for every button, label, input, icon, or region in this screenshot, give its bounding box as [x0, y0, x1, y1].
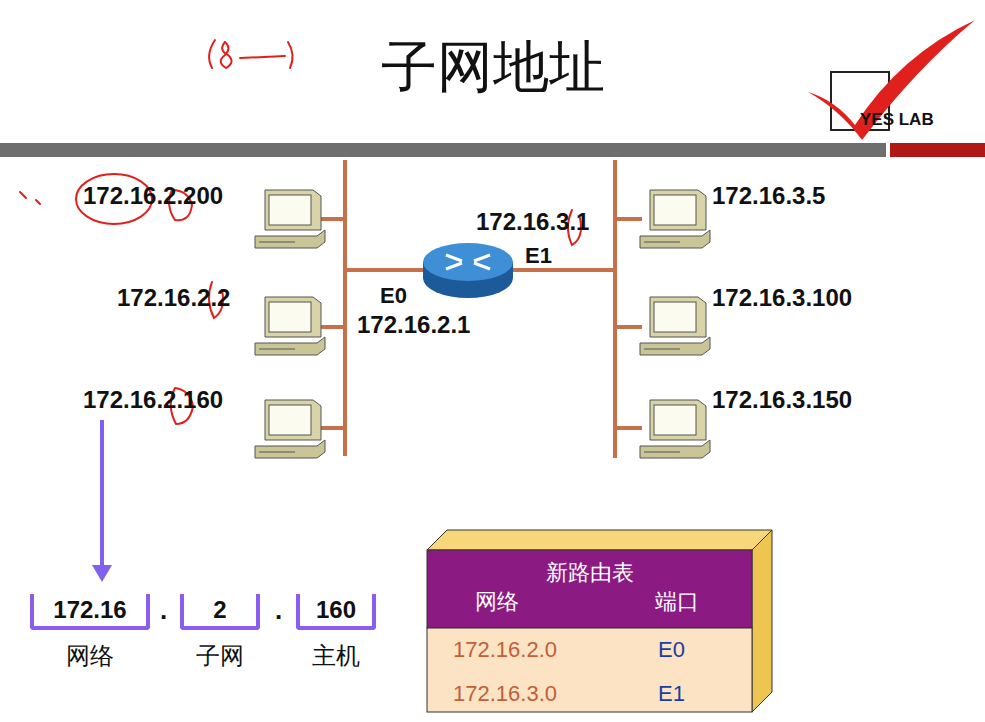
interface-ip: 172.16.2.1: [357, 312, 470, 338]
interface-name: E1: [525, 244, 552, 268]
computer-icon: [640, 297, 710, 355]
pointer-arrowhead: [92, 565, 112, 582]
address-part-bracket: 2子网: [180, 594, 260, 630]
table-title: 新路由表: [427, 558, 752, 588]
logo-text: YES LAB: [860, 111, 934, 130]
computer-icon: [640, 400, 710, 458]
computer-icon: [255, 400, 325, 458]
routing-table: [427, 530, 772, 712]
table-cell: E1: [658, 682, 685, 706]
host-ip: 172.16.3.150: [712, 387, 852, 413]
interface-name: E0: [380, 284, 407, 308]
table-cell: 172.16.3.0: [453, 682, 557, 706]
address-part-caption: 主机: [296, 640, 376, 672]
address-part-bracket: 172.16网络: [30, 594, 150, 630]
header-bar-red: [890, 143, 985, 157]
address-part-bracket: 160主机: [296, 594, 376, 630]
host-ip: 172.16.3.100: [712, 285, 852, 311]
address-part: 2: [184, 594, 256, 626]
host-ip: 172.16.2.2: [117, 285, 230, 311]
header-bar: [0, 143, 886, 157]
table-cell: E0: [658, 638, 685, 662]
address-part: 160: [300, 594, 372, 626]
table-cell: 172.16.2.0: [453, 638, 557, 662]
network-wire: [318, 160, 642, 458]
host-ip: 172.16.2.200: [83, 183, 223, 209]
table-title-text: 新路由表: [427, 558, 752, 588]
router-symbol: [423, 243, 513, 298]
host-ip: 172.16.3.5: [712, 183, 825, 209]
table-header: 端口: [655, 590, 699, 614]
title: 子网地址: [0, 30, 985, 106]
table-header: 网络: [475, 590, 519, 614]
computer-icon: [640, 190, 710, 248]
computer-icon: [255, 190, 325, 248]
logo-check: [808, 20, 975, 140]
address-part-caption: 子网: [180, 640, 260, 672]
address-part: 172.16: [34, 594, 146, 626]
separator-dot: .: [275, 596, 282, 625]
host-ip: 172.16.2.160: [83, 387, 223, 413]
separator-dot: .: [160, 596, 167, 625]
interface-ip: 172.16.3.1: [476, 209, 589, 235]
address-part-caption: 网络: [30, 640, 150, 672]
pointer-arrow: [100, 420, 104, 568]
computer-icon: [255, 297, 325, 355]
